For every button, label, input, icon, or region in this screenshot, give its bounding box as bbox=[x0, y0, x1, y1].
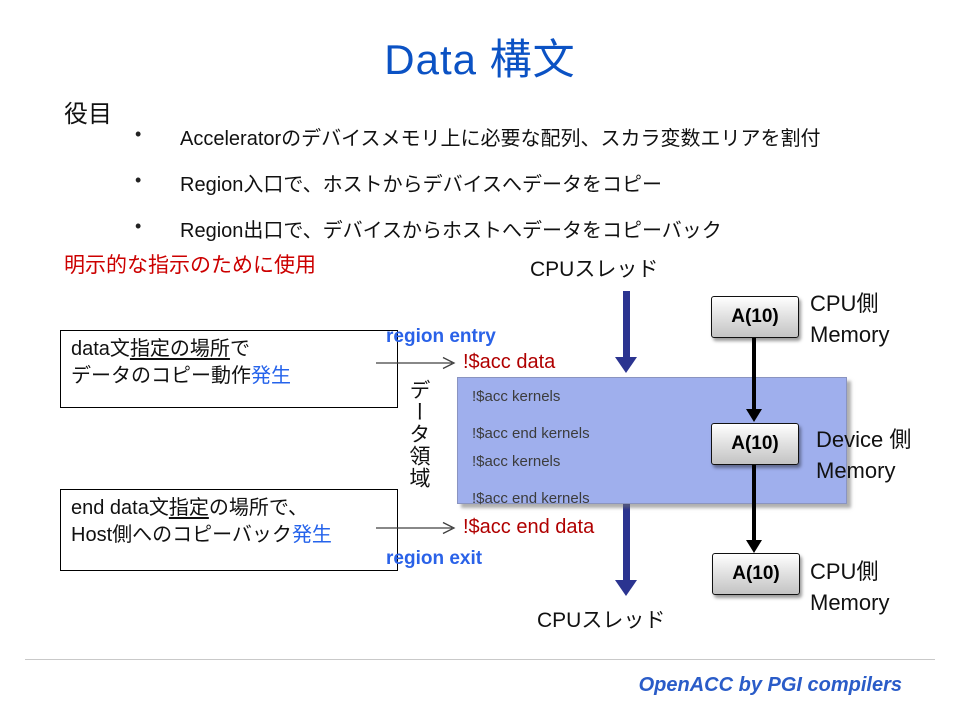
region-entry-label: region entry bbox=[386, 326, 496, 347]
bullet-text: Region出口で、デバイスからホストへデータをコピーバック bbox=[180, 220, 722, 242]
memory-label-line: Memory bbox=[810, 590, 890, 615]
region-exit-label: region exit bbox=[386, 548, 483, 569]
arrow-shaft bbox=[622, 503, 630, 580]
note-box-line2: Host側へのコピーバック発生 bbox=[71, 522, 387, 549]
note1-connector-arrow bbox=[376, 356, 456, 370]
memory-label-line: CPU側 bbox=[810, 559, 879, 584]
note-box-line2: データのコピー動作発生 bbox=[71, 363, 387, 390]
device-memory-label: Device 側 Memory bbox=[816, 424, 911, 486]
arrow-head bbox=[746, 540, 762, 553]
bullet-dot: • bbox=[135, 124, 142, 144]
code-line: !$acc kernels bbox=[472, 388, 561, 405]
role-heading: 役目 bbox=[64, 101, 112, 128]
bullet-dot: • bbox=[135, 170, 142, 190]
cpu-thread-label-bottom: CPUスレッド bbox=[537, 609, 666, 632]
cpu-memory-label-top: CPU側 Memory bbox=[810, 288, 889, 350]
arrow-shaft bbox=[752, 464, 756, 540]
cpu-memory-label-bottom: CPU側 Memory bbox=[810, 556, 889, 618]
arrow-head bbox=[615, 357, 637, 373]
usage-note: 明示的な指示のために使用 bbox=[64, 254, 316, 277]
array-cell-cpu-top: A(10) bbox=[711, 296, 799, 338]
note-text-highlight: 発生 bbox=[251, 365, 291, 387]
note-text: Host側へのコピーバック bbox=[71, 524, 292, 546]
copy-back-arrow bbox=[746, 464, 762, 553]
note-text: データのコピー動作 bbox=[71, 365, 251, 387]
arrow-shaft bbox=[622, 291, 630, 357]
cpu-thread-arrow-bottom bbox=[615, 503, 637, 596]
note-box-line1: data文指定の場所で bbox=[71, 336, 387, 363]
memory-label-line: CPU側 bbox=[810, 291, 879, 316]
data-region-vertical-label: データ領域 bbox=[407, 379, 430, 489]
bullet-item: • Region出口で、デバイスからホストへデータをコピーバック bbox=[135, 214, 855, 243]
note2-connector-arrow bbox=[376, 521, 456, 535]
note-text: data文 bbox=[71, 338, 130, 360]
footer-credit: OpenACC by PGI compilers bbox=[638, 674, 902, 696]
memory-label-line: Memory bbox=[816, 458, 896, 483]
code-line: !$acc kernels bbox=[472, 453, 561, 470]
memory-label-line: Device 側 bbox=[816, 427, 912, 452]
acc-data-directive: !$acc data bbox=[463, 351, 556, 373]
arrow-shaft bbox=[752, 337, 756, 409]
bullet-item: • Region入口で、ホストからデバイスへデータをコピー bbox=[135, 168, 855, 197]
code-line: !$acc end kernels bbox=[472, 490, 590, 507]
note-text: end data文 bbox=[71, 497, 169, 519]
note-text-underlined: 指定 bbox=[168, 497, 209, 519]
memory-label-line: Memory bbox=[810, 322, 890, 347]
note-text: の場所で、 bbox=[208, 497, 309, 519]
note-text: で bbox=[229, 338, 250, 360]
footer-divider bbox=[25, 659, 935, 660]
copy-in-arrow bbox=[746, 337, 762, 422]
bullet-text: Region入口で、ホストからデバイスへデータをコピー bbox=[180, 174, 662, 196]
acc-end-data-directive: !$acc end data bbox=[463, 516, 595, 538]
arrow-head bbox=[746, 409, 762, 422]
cpu-thread-arrow-top bbox=[615, 291, 637, 373]
note-box-line1: end data文指定の場所で、 bbox=[71, 495, 387, 522]
array-cell-device: A(10) bbox=[711, 423, 799, 465]
bullet-dot: • bbox=[135, 216, 142, 236]
page-title: Data 構文 bbox=[384, 36, 576, 83]
note-box-data: data文指定の場所で データのコピー動作発生 bbox=[60, 330, 398, 408]
bullet-item: • Acceleratorのデバイスメモリ上に必要な配列、スカラ変数エリアを割付 bbox=[135, 122, 855, 151]
arrow-head bbox=[615, 580, 637, 596]
cpu-thread-label-top: CPUスレッド bbox=[530, 258, 659, 281]
code-line: !$acc end kernels bbox=[472, 425, 590, 442]
note-text-highlight: 発生 bbox=[291, 524, 332, 546]
array-cell-cpu-bottom: A(10) bbox=[712, 553, 800, 595]
note-text-underlined: 指定の場所 bbox=[129, 338, 230, 360]
data-region-box: !$acc kernels !$acc end kernels !$acc ke… bbox=[457, 377, 847, 507]
bullet-list: • Acceleratorのデバイスメモリ上に必要な配列、スカラ変数エリアを割付… bbox=[135, 122, 855, 260]
bullet-text: Acceleratorのデバイスメモリ上に必要な配列、スカラ変数エリアを割付 bbox=[180, 128, 821, 150]
note-box-end-data: end data文指定の場所で、 Host側へのコピーバック発生 bbox=[60, 489, 398, 571]
